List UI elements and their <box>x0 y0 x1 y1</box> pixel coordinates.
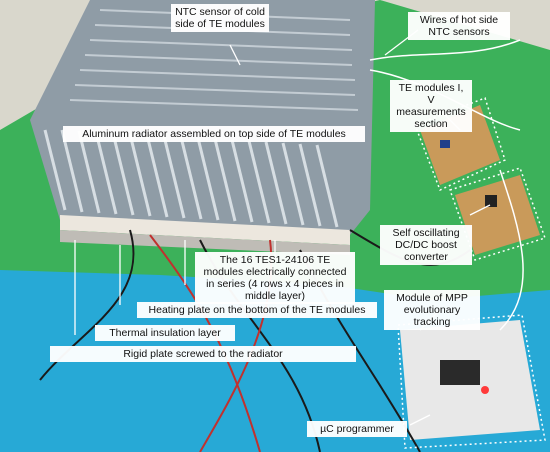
status-led <box>481 386 489 394</box>
measurement-component <box>440 140 450 148</box>
label-measurements: TE modules I, V measurements section <box>390 80 472 132</box>
label-ntc-cold: NTC sensor of cold side of TE modules <box>171 4 269 32</box>
te-module-layer <box>60 215 350 245</box>
label-mpp: Module of MPP evolutionary tracking <box>384 290 480 330</box>
label-rigid-plate: Rigid plate screwed to the radiator <box>50 346 356 362</box>
radiator-body <box>30 0 375 235</box>
label-converter: Self oscillating DC/DC boost converter <box>380 225 472 265</box>
converter-chip <box>485 195 497 207</box>
label-wires-hot: Wires of hot side NTC sensors <box>408 12 510 40</box>
label-heating-plate: Heating plate on the bottom of the TE mo… <box>137 302 377 318</box>
label-insulation: Thermal insulation layer <box>95 325 235 341</box>
radiator-fins <box>43 129 339 228</box>
label-programmer: µC programmer <box>307 421 407 437</box>
label-te-series: The 16 TES1-24106 TE modules electricall… <box>195 252 355 304</box>
label-radiator: Aluminum radiator assembled on top side … <box>63 126 365 142</box>
microcontroller-chip <box>440 360 480 385</box>
